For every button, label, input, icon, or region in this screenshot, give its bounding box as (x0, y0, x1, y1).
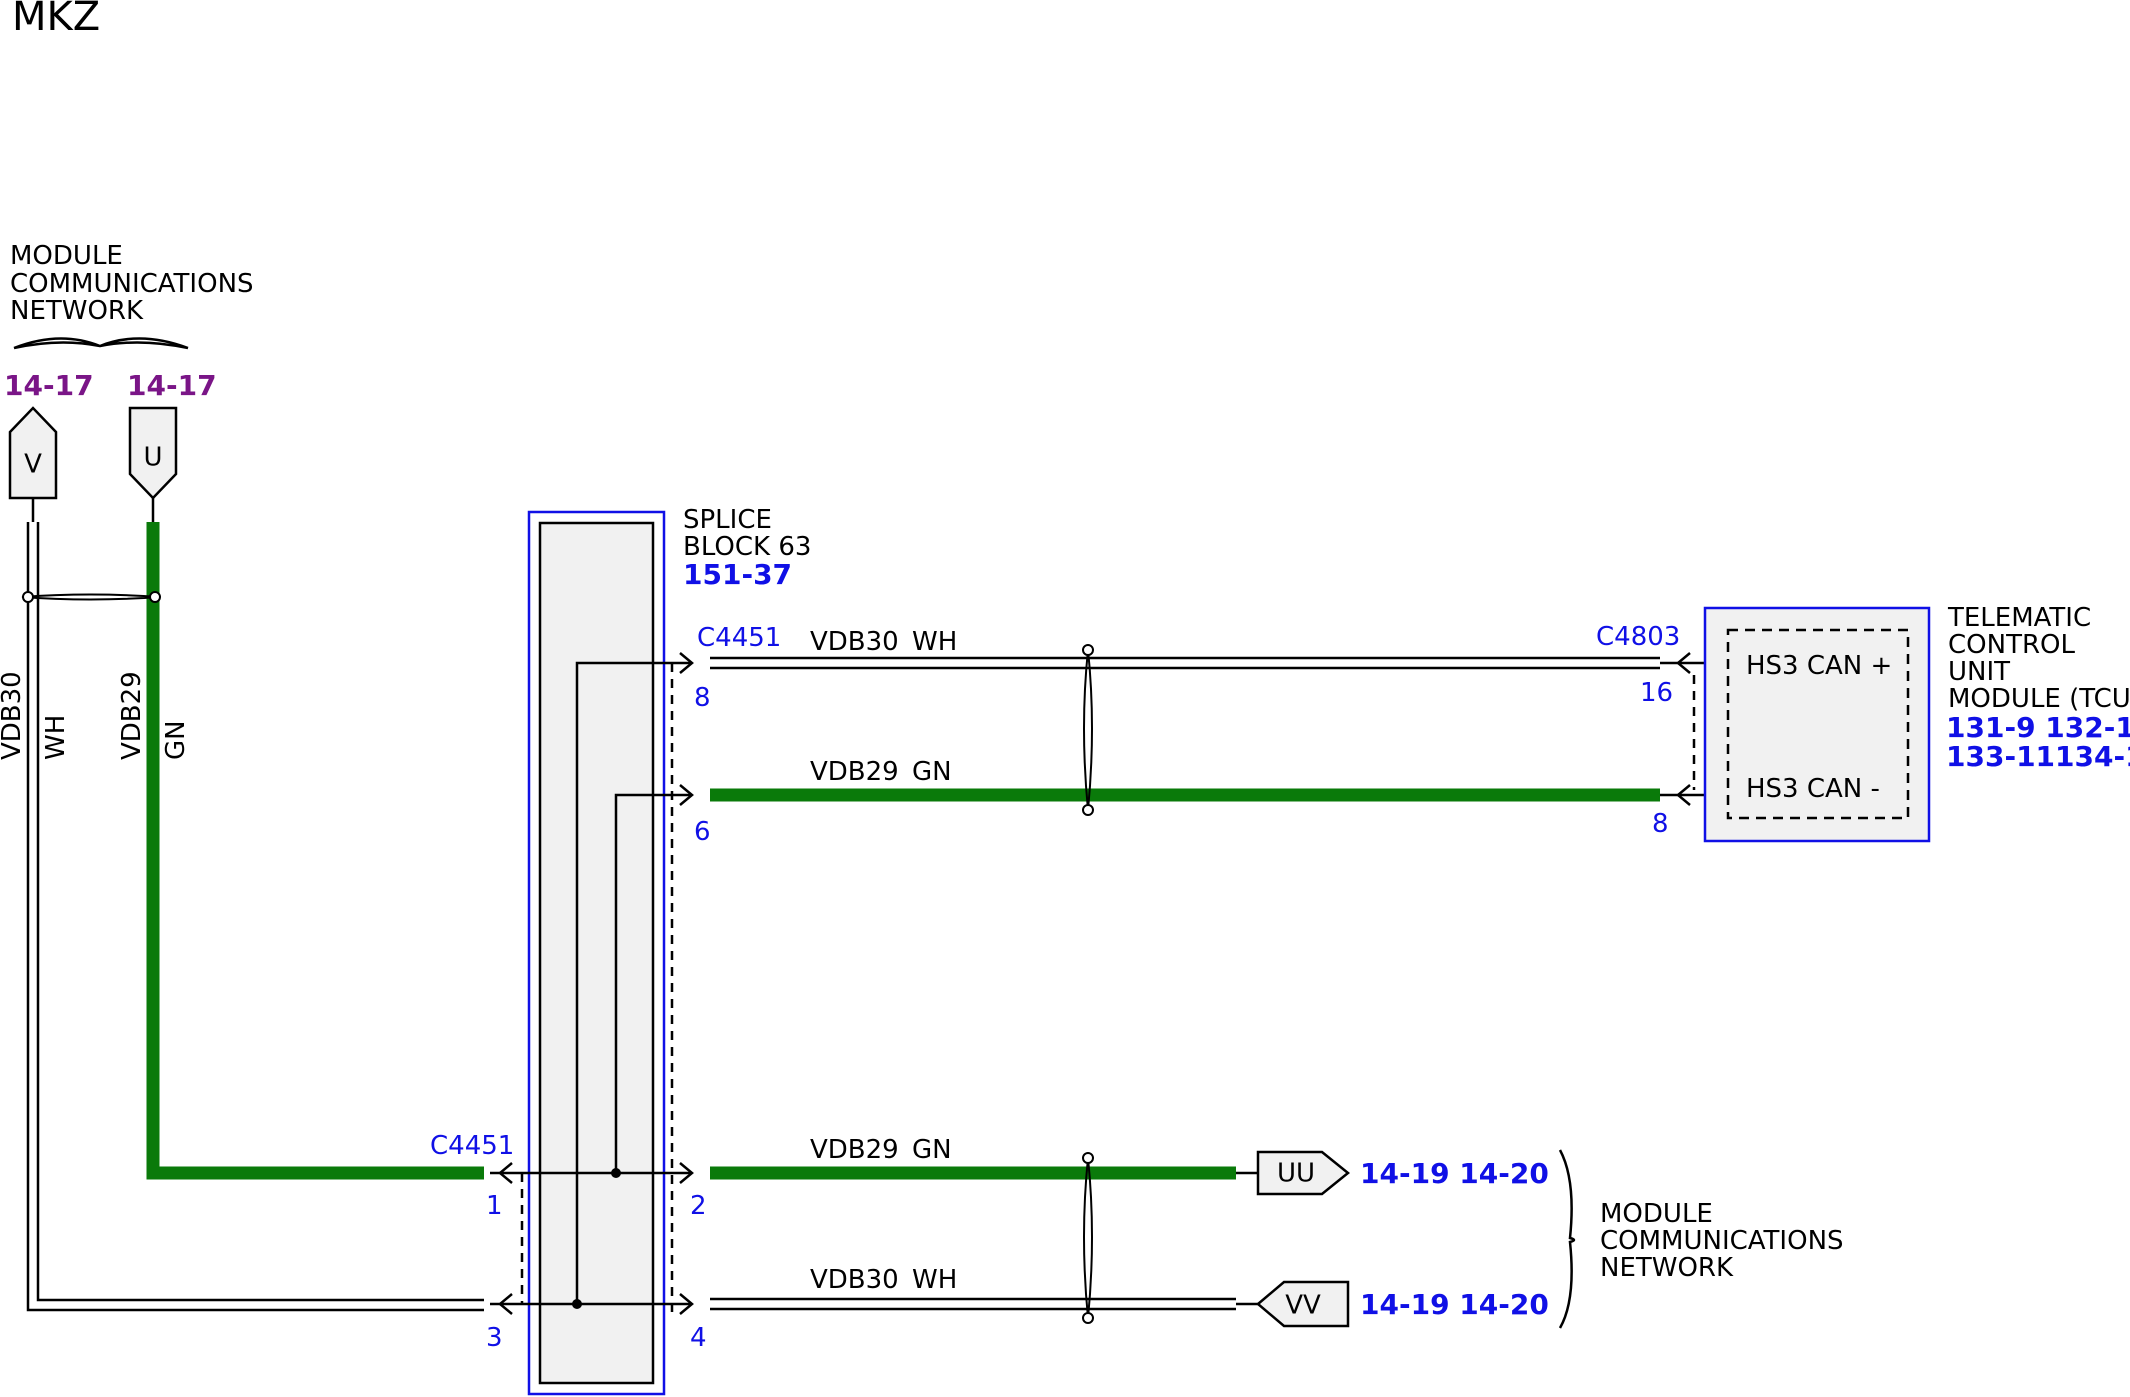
wire-vdb30-top[interactable] (710, 656, 1660, 670)
c4451-left-label[interactable]: C4451 (430, 1131, 514, 1161)
tcu-line1: TELEMATIC (1947, 603, 2091, 633)
tcu-inner-box (1726, 628, 1910, 820)
tcu-module-box[interactable] (1703, 606, 1931, 843)
top-twist-end1 (1082, 644, 1094, 656)
pin-6: 6 (694, 817, 711, 847)
tcu-line2: CONTROL (1948, 630, 2075, 660)
left-twist (21, 593, 161, 601)
wire4-code: VDB30 (810, 1265, 899, 1295)
u-connector-shape (128, 406, 178, 500)
left-twist-end-wh (22, 591, 34, 603)
vdb29-wire-left (146, 522, 484, 1180)
v-connector-label: V (24, 450, 42, 480)
wire2-color: GN (912, 757, 952, 787)
vv-connector-label: VV (1285, 1291, 1321, 1321)
bottom-twist-end2 (1082, 1312, 1094, 1324)
vdb30-wire-left (26, 522, 484, 1312)
pin-arrows-left (498, 1162, 513, 1315)
tcu-pin-16: 16 (1640, 678, 1673, 708)
wire2-code: VDB29 (810, 757, 899, 787)
vdb30-vertical-code: VDB30 (0, 671, 27, 760)
splice-node-gn (611, 1168, 621, 1178)
tcu-line3: UNIT (1948, 657, 2010, 687)
pin-arrows-right (679, 652, 694, 1315)
splice-block-outline (527, 510, 666, 1396)
vdb30-vertical-color: WH (41, 715, 71, 760)
splice-bus-gn (614, 793, 690, 1175)
vdb29-vertical-color: GN (161, 720, 191, 760)
vdb29-vertical-code: VDB29 (117, 671, 147, 760)
c4451-top-label[interactable]: C4451 (697, 623, 781, 653)
left-twist-end-gn (149, 591, 161, 603)
u-connector-label: U (143, 443, 162, 473)
splice-bus-wh (575, 661, 690, 1306)
wire3-color: GN (912, 1135, 952, 1165)
uu-refs[interactable]: 14-19 14-20 (1360, 1157, 1549, 1190)
v-connector-shape (8, 406, 58, 500)
wire-vdb30-bottom[interactable] (710, 1297, 1236, 1311)
bottom-twist (1083, 1157, 1093, 1319)
pin-8: 8 (694, 683, 711, 713)
right-network-brace (1558, 1149, 1576, 1329)
left-network-line2: COMMUNICATIONS (10, 269, 254, 299)
vv-connector-shape (1256, 1280, 1350, 1328)
pin-1: 1 (486, 1191, 503, 1221)
splice-block-body[interactable] (538, 521, 655, 1385)
pin-4: 4 (690, 1323, 707, 1353)
splice-block-ref[interactable]: 151-37 (683, 558, 792, 591)
tcu-pin-hi-label: HS3 CAN + (1746, 651, 1892, 681)
pin-2: 2 (690, 1191, 707, 1221)
bottom-twist-end1 (1082, 1152, 1094, 1164)
top-twist-end2 (1082, 804, 1094, 816)
right-network-line2: COMMUNICATIONS (1600, 1226, 1844, 1256)
c4803-label[interactable]: C4803 (1596, 622, 1680, 652)
left-network-line3: NETWORK (10, 296, 144, 326)
tcu-refs-row1[interactable]: 131-9 132-11 (1946, 711, 2130, 744)
wire1-code: VDB30 (810, 627, 899, 657)
left-network-line1: MODULE (10, 241, 123, 271)
right-network-line1: MODULE (1600, 1199, 1713, 1229)
uu-connector-label: UU (1277, 1159, 1315, 1189)
vv-refs[interactable]: 14-19 14-20 (1360, 1288, 1549, 1321)
tcu-line4: MODULE (TCU) (1948, 684, 2130, 714)
u-connector-ref[interactable]: 14-17 (127, 369, 217, 402)
wire3-code: VDB29 (810, 1135, 899, 1165)
tcu-pin-8: 8 (1652, 809, 1669, 839)
right-network-line3: NETWORK (1600, 1253, 1734, 1283)
tcu-pin-lo-label: HS3 CAN - (1746, 774, 1880, 804)
v-connector-ref[interactable]: 14-17 (4, 369, 94, 402)
tcu-pin-arrows (1676, 652, 1691, 806)
wire4-color: WH (912, 1265, 957, 1295)
page-title: MKZ (12, 0, 100, 40)
splice-block-line1: SPLICE (683, 505, 772, 535)
wire1-color: WH (912, 627, 957, 657)
top-twist (1083, 649, 1093, 811)
splice-block-line2: BLOCK 63 (683, 532, 811, 562)
uu-connector-shape (1256, 1150, 1350, 1196)
splice-node-wh (572, 1299, 582, 1309)
pin-3: 3 (486, 1323, 503, 1353)
tcu-refs-row2[interactable]: 133-11134-12 (1946, 740, 2130, 773)
left-network-brace (13, 337, 189, 350)
